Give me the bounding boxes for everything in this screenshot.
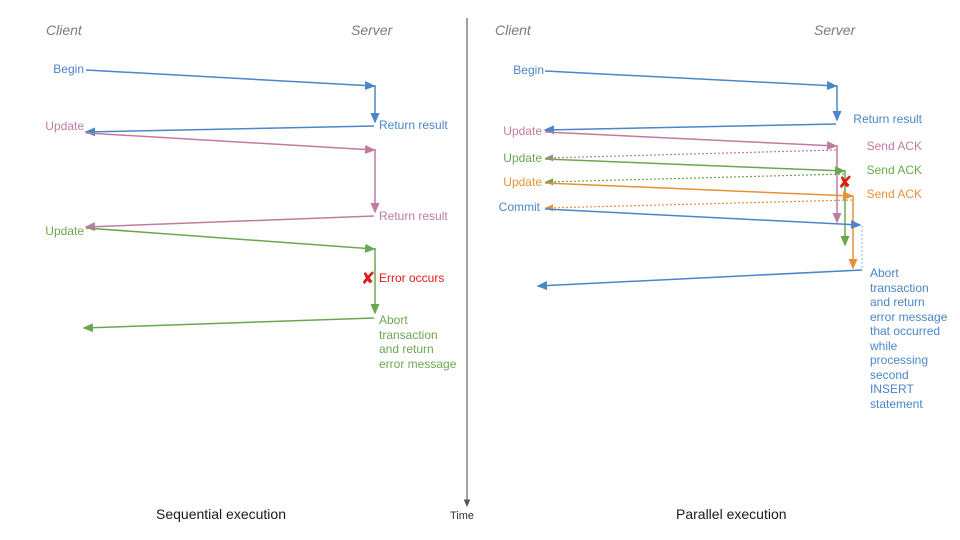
sequential-server-label-return-2: Return result	[379, 209, 448, 223]
sequential-client-label-update-2: Update	[45, 224, 84, 238]
parallel-client-label-update-3: Update	[503, 175, 542, 189]
parallel-server-label-ack-2: Send ACK	[866, 163, 922, 177]
parallel-caption: Parallel execution	[676, 506, 787, 522]
parallel-client-header: Client	[495, 22, 531, 38]
sequential-client-label-update-1: Update	[45, 119, 84, 133]
parallel-server-label-ack-1: Send ACK	[866, 139, 922, 153]
parallel-client-label-commit: Commit	[498, 200, 540, 214]
sequential-server-label-return-1: Return result	[379, 118, 448, 132]
time-axis-label: Time	[450, 510, 475, 522]
sequential-server-label-abort: Abort transaction and return error messa…	[379, 313, 457, 371]
sequential-server-label-error: Error occurs	[379, 271, 445, 285]
parallel-server-label-abort: Abort transaction and return error messa…	[870, 266, 948, 411]
parallel-client-label-update-2: Update	[503, 151, 542, 165]
sequential-caption: Sequential execution	[156, 506, 286, 522]
parallel-server-label-return: Return result	[853, 112, 922, 126]
parallel-server-header: Server	[814, 22, 856, 38]
sequential-server-header: Server	[351, 22, 393, 38]
parallel-server-label-ack-3: Send ACK	[866, 187, 922, 201]
error-x-icon: ✘	[361, 269, 376, 288]
parallel-client-label-update-1: Update	[503, 124, 542, 138]
sequential-client-header: Client	[46, 22, 82, 38]
sequential-client-label-begin: Begin	[53, 62, 84, 76]
parallel-client-label-begin: Begin	[513, 63, 544, 77]
error-x-icon: ✘	[838, 173, 853, 192]
